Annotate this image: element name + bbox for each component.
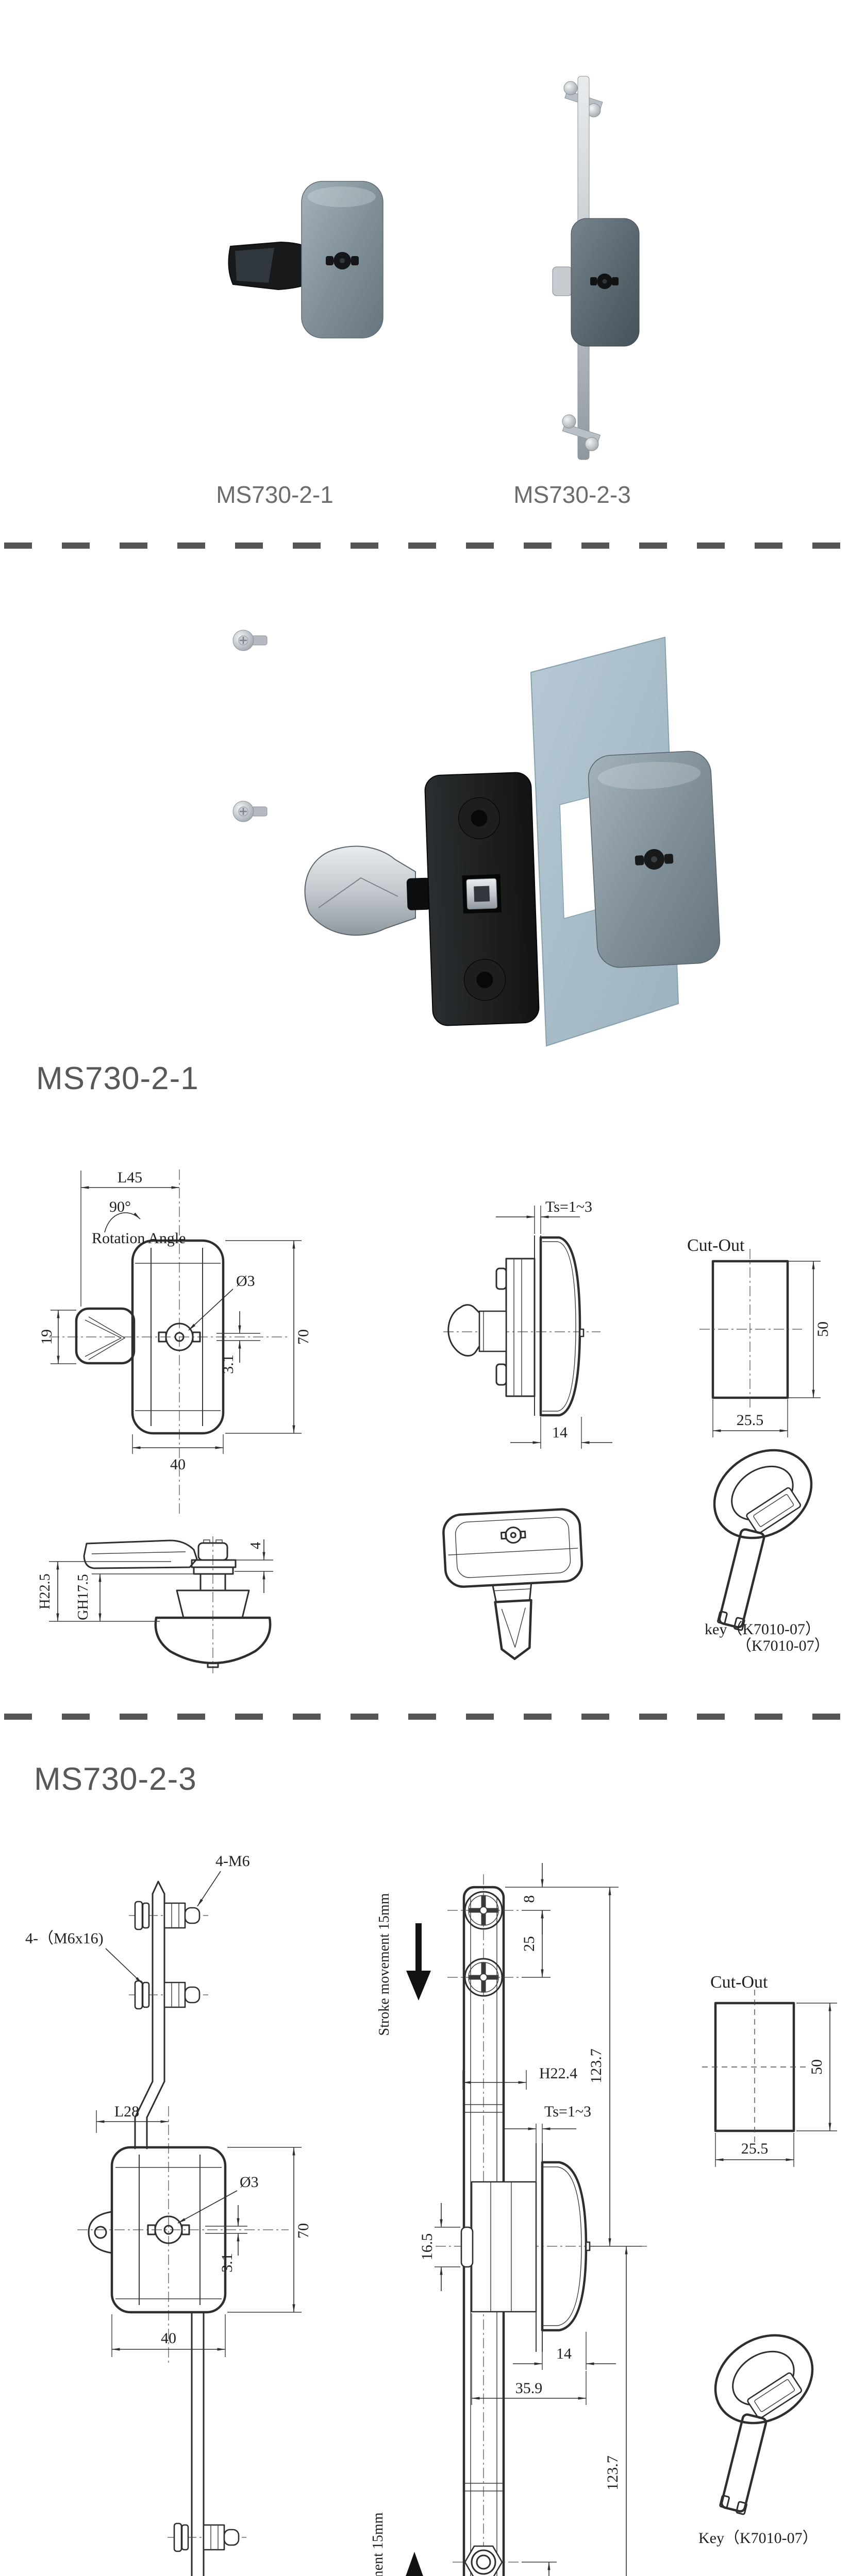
dim-4: 4 <box>248 1542 264 1549</box>
lock-body-front <box>588 751 721 968</box>
dim-40: 40 <box>161 2330 176 2347</box>
keyhole <box>590 274 619 289</box>
cutout-title: Cut-Out <box>687 1236 745 1255</box>
label-4-m6: 4-M6 <box>215 1853 250 1870</box>
dim-h22-4: H22.4 <box>539 2065 577 2082</box>
drawing-ms730-2-1-profile-view: H22.5 GH17.5 4 <box>37 1536 273 1673</box>
latch-tab <box>552 266 573 296</box>
hex-nut <box>453 2545 522 2576</box>
stroke-arrow-up <box>406 2552 423 2576</box>
dim-14: 14 <box>552 1424 568 1441</box>
product-label-ms730-2-3: MS730-2-3 <box>513 481 631 508</box>
dim-l28: L28 <box>114 2103 139 2120</box>
drawing-ms730-2-3-side-assembly: Stroke movement 15mm 8 25 123.7 H22.4 Ts… <box>370 1863 647 2576</box>
wing-handle <box>75 1307 136 1365</box>
key-label-line2: （K7010-07） <box>736 1637 830 1654</box>
keyhole-front <box>147 2215 190 2244</box>
dim-3-1: 3.1 <box>220 1354 237 1374</box>
cam-hook <box>304 845 416 936</box>
phillips-screw <box>447 1958 522 1997</box>
drawing-ms730-2-3-cutout: Cut-Out 50 25.5 <box>702 1973 837 2167</box>
dim-123-7: 123.7 <box>588 2048 605 2083</box>
bolt-group <box>168 2522 246 2552</box>
dim-70: 70 <box>295 1329 312 1345</box>
dim-25-5: 25.5 <box>737 1412 764 1429</box>
dim-123-7: 123.7 <box>604 2455 621 2490</box>
dim-dia3: Ø3 <box>240 2174 259 2191</box>
phillips-screw <box>447 1891 522 1930</box>
stroke-movement-label: Stroke movement 15mm <box>370 2512 386 2576</box>
dim-19: 19 <box>38 1329 55 1345</box>
drawing-ms730-2-1-side-view: Ts=1~3 14 <box>443 1198 612 1449</box>
stroke-arrow-down <box>415 1923 422 1972</box>
dim-25: 25 <box>521 1936 538 1952</box>
product-photo-ms730-2-1 <box>228 181 384 338</box>
dim-14: 14 <box>556 2345 572 2362</box>
mounting-screw <box>232 630 268 651</box>
drawing-ms730-2-1-isometric <box>442 1508 583 1660</box>
dim-dia3: Ø3 <box>236 1273 255 1290</box>
section-title-ms730-2-1: MS730-2-1 <box>36 1061 199 1096</box>
dim-50: 50 <box>814 1321 831 1337</box>
drawing-ms730-2-1-front-view: L45 90° Rotation Angle 19 Ø3 3.1 70 40 <box>38 1169 312 1515</box>
dim-40: 40 <box>170 1456 186 1473</box>
keyhole <box>326 252 359 269</box>
drawing-ms730-2-3-rod-front: 4-M6 4-（M6x16) L28 Ø3 <box>25 1853 312 2576</box>
cutout-title: Cut-Out <box>710 1973 768 1992</box>
installation-diagram <box>232 630 721 1047</box>
dim-ts: Ts=1~3 <box>544 2103 591 2120</box>
bolt-group <box>129 1980 208 2010</box>
product-label-ms730-2-1: MS730-2-1 <box>216 481 334 508</box>
dim-h22-5: H22.5 <box>37 1573 53 1609</box>
dim-50: 50 <box>808 2059 825 2075</box>
label-4-m6x16: 4-（M6x16) <box>25 1930 104 1947</box>
keyhole-iso <box>501 1527 526 1544</box>
screw <box>585 437 599 451</box>
drawing-ms730-2-1-key: key（K7010-07） （K7010-07） <box>705 1449 830 1654</box>
dim-8: 8 <box>521 1895 538 1903</box>
drawing-ms730-2-1-cutout: Cut-Out 50 25.5 <box>687 1236 831 1437</box>
dim-25-5: 25.5 <box>741 2140 769 2157</box>
bolt-group <box>129 1901 208 1930</box>
cam-side <box>447 1304 507 1357</box>
mounting-screw <box>232 801 268 822</box>
section-divider <box>4 543 863 549</box>
screw <box>563 81 578 95</box>
section-title-ms730-2-3: MS730-2-3 <box>34 1761 197 1797</box>
key-label-line1: key（K7010-07） <box>705 1621 821 1638</box>
label-rotation-angle: Rotation Angle <box>92 1230 186 1247</box>
key-label: Key（K7010-07） <box>698 2530 818 2547</box>
screw <box>562 414 576 429</box>
stroke-movement-label: Stroke movement 15mm <box>376 1893 392 2036</box>
dim-gh17-5: GH17.5 <box>75 1574 91 1620</box>
dim-70: 70 <box>295 2223 312 2239</box>
dim-ts: Ts=1~3 <box>545 1198 592 1215</box>
mounting-plate <box>406 772 540 1026</box>
dim-l45: L45 <box>118 1169 142 1186</box>
dim-35-9: 35.9 <box>515 2380 543 2397</box>
dim-3-1: 3.1 <box>219 2253 236 2273</box>
product-photo-ms730-2-3 <box>552 76 640 460</box>
drawing-ms730-2-3-key: Key（K7010-07） <box>698 2334 818 2547</box>
keyhole-front <box>158 1323 201 1351</box>
dim-16-5: 16.5 <box>419 2233 436 2261</box>
section-divider <box>4 1714 863 1720</box>
